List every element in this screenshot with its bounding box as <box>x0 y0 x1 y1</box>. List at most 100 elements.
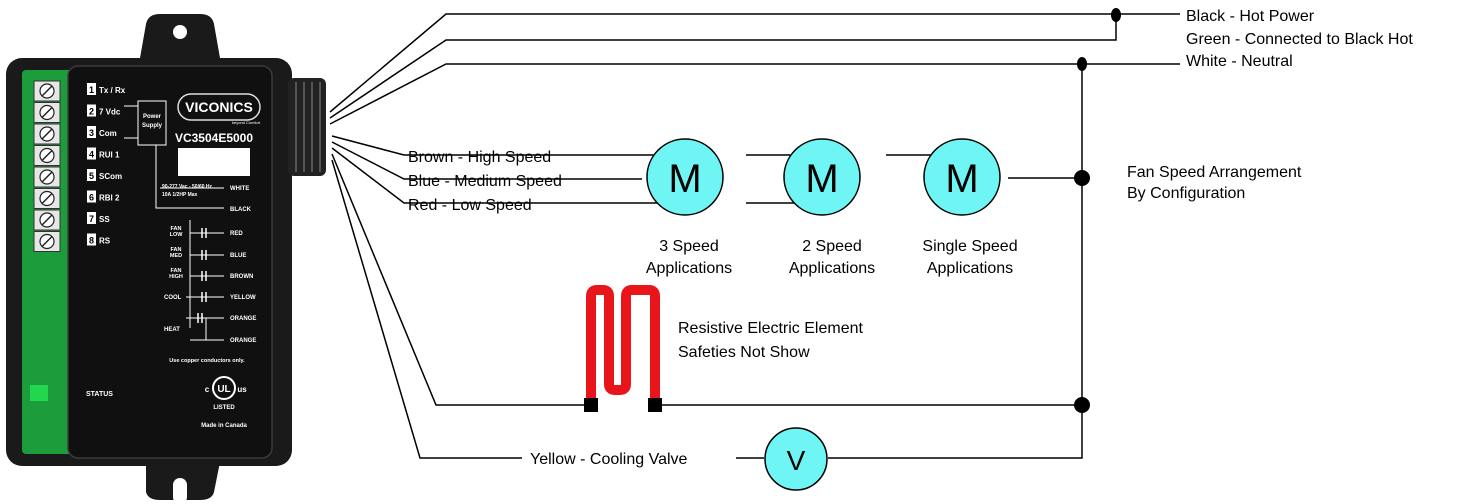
ul-c: c <box>205 385 210 394</box>
wire-green <box>329 14 1117 119</box>
label-blue: Blue - Medium Speed <box>408 173 562 190</box>
terminal-label: Tx / Rx <box>99 86 126 95</box>
caption-3speed-2: Applications <box>646 260 732 277</box>
power-supply-box <box>137 100 167 146</box>
wire-label-orange-1: ORANGE <box>230 316 256 322</box>
wire-label-red: RED <box>230 231 243 237</box>
wire-yellow <box>331 159 522 459</box>
terminal-number: 4 <box>89 150 94 160</box>
terminal-number-box <box>87 233 96 246</box>
label-brown: Brown - High Speed <box>408 149 551 166</box>
wire-orange <box>331 153 592 406</box>
wire-brown <box>331 135 612 156</box>
label-black-hot: Black - Hot Power <box>1186 8 1315 25</box>
caption-2speed-2: Applications <box>789 260 875 277</box>
terminal-number-box <box>87 147 96 160</box>
display-window <box>178 148 250 176</box>
terminal-number-box <box>87 126 96 138</box>
terminal-number: 2 <box>89 107 94 117</box>
ul-mark-icon <box>212 376 236 400</box>
fan-note-2: By Configuration <box>1127 185 1245 202</box>
terminal-number-box <box>87 104 96 117</box>
wire-label-white: WHITE <box>230 186 249 192</box>
terminal-number: 7 <box>89 214 94 224</box>
caption-single-1: Single Speed <box>922 238 1017 255</box>
brand-logo: VICONICS <box>185 99 253 115</box>
terminal-number-box <box>87 169 96 181</box>
model-number: VC3504E5000 <box>175 131 253 145</box>
internal-wiring <box>124 105 224 341</box>
terminal-number-box <box>87 212 96 224</box>
cooling-valve: V <box>764 427 828 491</box>
motor-symbol: M <box>668 157 701 201</box>
label-red: Red - Low Speed <box>408 197 532 214</box>
motor-symbol: M <box>945 157 978 201</box>
caption-3speed-1: 3 Speed <box>659 238 719 255</box>
status-label: STATUS <box>86 391 113 398</box>
valve-symbol: V <box>787 445 806 476</box>
cool-label: COOL <box>164 295 182 301</box>
bottom-mount-slot <box>173 478 187 504</box>
resistive-heater <box>584 285 662 412</box>
made-in-label: Made in Canada <box>201 423 247 429</box>
terminal-number: 1 <box>89 85 94 95</box>
terminal-label: RS <box>99 237 111 246</box>
wire-label-brown: BROWN <box>230 274 253 280</box>
heater-note-2: Safeties Not Show <box>678 344 810 361</box>
wire-label-blue: BLUE <box>230 253 246 259</box>
field-wires <box>329 13 1180 459</box>
conduit-fitting <box>288 78 326 176</box>
relay-contacts <box>197 228 207 323</box>
motor-three-speed: M <box>646 138 724 216</box>
terminal-label: RBI 2 <box>99 194 120 203</box>
terminal-number: 8 <box>89 236 94 246</box>
wire-black <box>329 13 1180 113</box>
terminal-label: RUI 1 <box>99 151 120 160</box>
wire-white <box>329 63 1180 125</box>
terminal-label: 7 Vdc <box>99 108 121 117</box>
brand-tagline: beyond Comfort <box>232 120 261 125</box>
rating-line2: 10A 1/2HP Max <box>162 192 198 198</box>
terminal-number: 3 <box>89 128 94 138</box>
rating-line1: 90-277 Vac - 50/60 Hz <box>162 184 213 190</box>
wire-blue <box>331 141 612 180</box>
wire-label-yellow: YELLOW <box>230 295 256 301</box>
caption-2speed-1: 2 Speed <box>802 238 862 255</box>
motor-two-speed: M <box>783 138 861 216</box>
label-green: Green - Connected to Black Hot <box>1186 31 1413 48</box>
ul-us: us <box>237 385 247 394</box>
heater-note-1: Resistive Electric Element <box>678 320 864 337</box>
terminal-label: Com <box>99 129 117 138</box>
ul-mark: UL <box>217 384 230 395</box>
motor-symbol: M <box>805 157 838 201</box>
wire-label-orange-2: ORANGE <box>230 338 256 344</box>
caption-single-2: Applications <box>927 260 1013 277</box>
fan-note-1: Fan Speed Arrangement <box>1127 164 1302 181</box>
terminal-number-box <box>87 190 96 203</box>
terminal-number: 6 <box>89 193 94 203</box>
terminal-number: 5 <box>89 171 94 181</box>
junction-dots <box>1074 8 1121 413</box>
wire-label-black: BLACK <box>230 207 252 213</box>
wire-red <box>331 147 612 204</box>
logo-badge <box>177 93 261 121</box>
copper-note: Use copper conductors only. <box>169 358 245 364</box>
label-white-neutral: White - Neutral <box>1186 53 1293 70</box>
status-led <box>30 385 48 401</box>
terminal-label: SS <box>99 215 110 224</box>
label-yellow: Yellow - Cooling Valve <box>530 451 688 468</box>
terminal-label: SCom <box>99 172 122 181</box>
terminal-number-box <box>87 83 96 95</box>
top-mount-hole <box>173 25 187 39</box>
terminal-screws <box>33 80 61 252</box>
ul-listed: LISTED <box>213 405 235 411</box>
motor-single-speed: M <box>923 138 1001 216</box>
heat-label: HEAT <box>164 327 180 333</box>
